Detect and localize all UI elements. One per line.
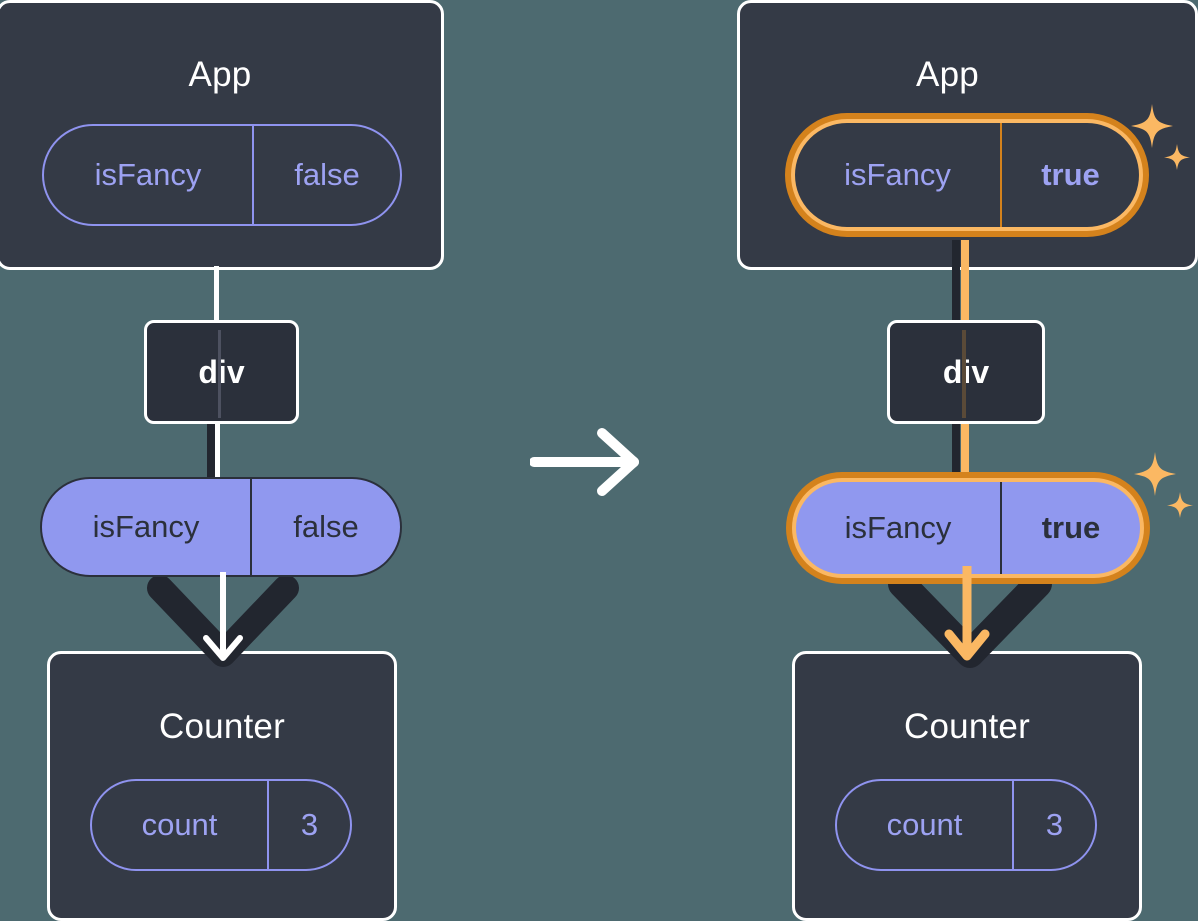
app-title-after: App bbox=[916, 55, 979, 94]
connector-app-to-div-after bbox=[961, 240, 969, 330]
app-title-before: App bbox=[188, 55, 252, 94]
counter-title-after: Counter bbox=[904, 707, 1030, 746]
app-prop-name-after: isFancy bbox=[844, 157, 951, 192]
arrow-white-before bbox=[203, 572, 243, 661]
sparkle-icon-group-prop bbox=[1134, 452, 1193, 518]
prop-pill-after[interactable]: isFancy true bbox=[786, 472, 1150, 584]
div-node-before: div bbox=[144, 320, 299, 424]
prop-pill-value-before: false bbox=[250, 479, 400, 575]
app-prop-pill-after[interactable]: isFancy true bbox=[785, 113, 1149, 237]
arrow-right-icon bbox=[530, 428, 639, 496]
edge-faint-through-div-before bbox=[218, 330, 221, 418]
edge-dark-div-to-pill-before bbox=[207, 400, 215, 510]
connector-div-to-pill-after bbox=[961, 418, 969, 510]
connector-div-to-pill-before bbox=[215, 418, 220, 510]
counter-state-value-before: 3 bbox=[267, 781, 350, 869]
pill-highlight-ring: isFancy true bbox=[791, 119, 1143, 231]
div-node-after: div bbox=[887, 320, 1045, 424]
app-prop-name-before: isFancy bbox=[94, 157, 202, 192]
counter-state-name-before: count bbox=[141, 807, 218, 842]
app-prop-value-before: false bbox=[252, 126, 400, 224]
arrow-orange-after bbox=[944, 566, 990, 661]
counter-state-pill-before[interactable]: count 3 bbox=[90, 779, 352, 871]
edge-dark-app-to-div-after bbox=[952, 240, 960, 330]
sparkle-icon-group-app bbox=[1131, 104, 1190, 170]
pill-highlight-ring: isFancy true bbox=[792, 478, 1144, 578]
edge-faint-through-div-after bbox=[962, 330, 966, 418]
connector-app-to-div-before bbox=[214, 266, 219, 324]
counter-title-before: Counter bbox=[159, 707, 285, 746]
prop-pill-name-before: isFancy bbox=[92, 509, 200, 544]
prop-pill-value-after: true bbox=[1000, 482, 1140, 574]
app-prop-pill-before[interactable]: isFancy false bbox=[42, 124, 402, 226]
counter-state-name-after: count bbox=[886, 807, 963, 842]
prop-pill-name-after: isFancy bbox=[844, 510, 952, 545]
counter-state-pill-after[interactable]: count 3 bbox=[835, 779, 1097, 871]
edge-dark-div-to-pill-after bbox=[952, 400, 960, 510]
counter-state-value-after: 3 bbox=[1012, 781, 1095, 869]
app-prop-value-after: true bbox=[1000, 123, 1139, 227]
prop-pill-before[interactable]: isFancy false bbox=[40, 477, 402, 577]
